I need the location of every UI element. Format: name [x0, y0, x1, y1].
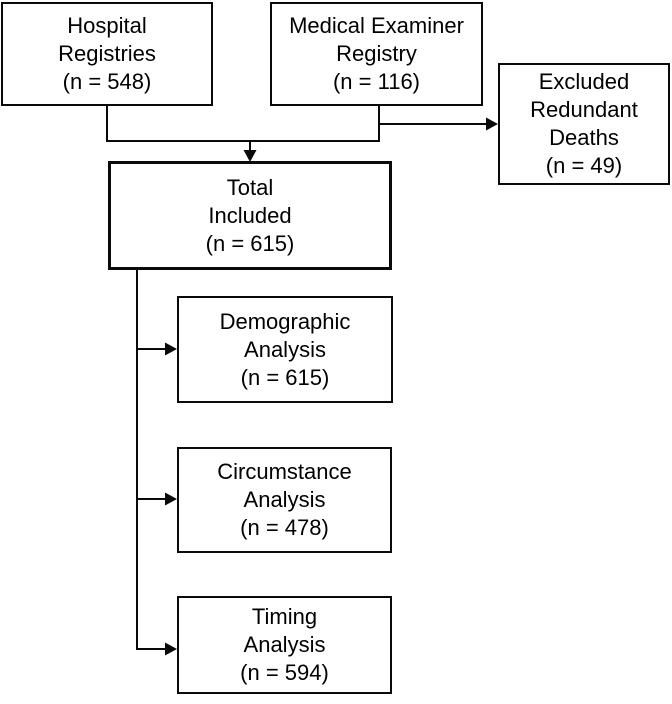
box-label-line: Medical Examiner — [289, 13, 464, 38]
box-count-line: (n = 116) — [332, 69, 421, 94]
arrowhead-timing — [165, 642, 177, 656]
box-count-line: (n = 594) — [240, 660, 329, 685]
box-label-line: Redundant — [530, 97, 638, 122]
box-label-line: Total — [226, 174, 274, 200]
arrowhead-total — [243, 150, 257, 162]
box-count-line: (n = 615) — [205, 230, 295, 256]
box-label-line: Demographic — [219, 308, 351, 334]
excluded-redundant-deaths-box: Excluded Redundant Deaths (n = 49) — [498, 63, 670, 185]
arrowhead-demographic — [165, 342, 177, 356]
arrowhead-circumstance — [165, 492, 177, 506]
connector-total-drop — [136, 269, 166, 650]
hospital-registries-box: Hospital Registries (n = 548) — [1, 2, 213, 106]
demographic-analysis-box: Demographic Analysis (n = 615) — [177, 296, 393, 403]
box-count-line: (n = 49) — [545, 153, 623, 178]
box-count-line: (n = 615) — [240, 364, 330, 390]
box-label-line: Circumstance — [217, 459, 352, 484]
box-label-line: Hospital — [67, 13, 147, 38]
box-label-line: Registry — [336, 41, 417, 66]
box-count-line: (n = 548) — [62, 69, 152, 94]
box-label-line: Analysis — [244, 336, 326, 362]
medical-examiner-registry-box: Medical Examiner Registry (n = 116) — [270, 2, 483, 106]
box-label-line: Analysis — [243, 632, 326, 657]
box-label-line: Included — [208, 202, 292, 228]
timing-analysis-box: Timing Analysis (n = 594) — [177, 596, 392, 694]
box-label-line: Analysis — [243, 487, 326, 512]
connector-merge-to-total — [106, 105, 380, 142]
box-label-line: Registries — [58, 41, 156, 66]
arrowhead-excluded — [486, 117, 498, 131]
box-label-line: Timing — [251, 604, 318, 629]
total-included-box: Total Included (n = 615) — [108, 161, 392, 270]
box-count-line: (n = 478) — [240, 515, 329, 540]
box-label-line: Deaths — [549, 125, 619, 150]
circumstance-analysis-box: Circumstance Analysis (n = 478) — [177, 447, 392, 553]
box-label-line: Excluded — [538, 69, 630, 94]
